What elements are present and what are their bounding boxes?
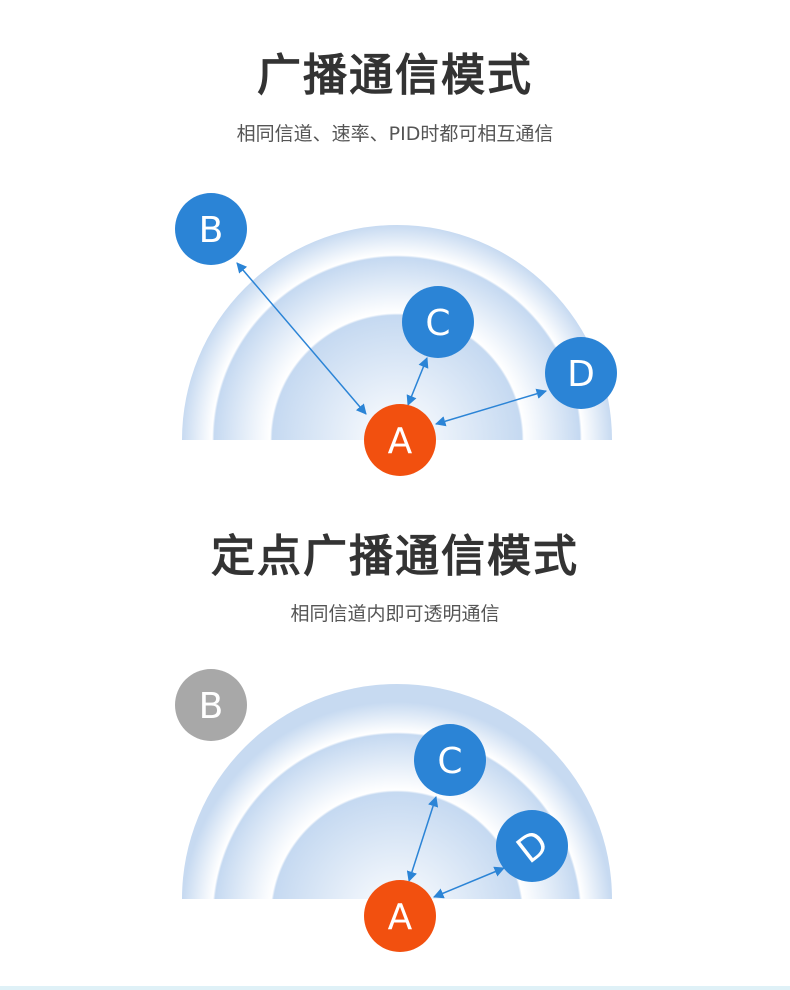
fixed-point-diagram: B C D A bbox=[175, 669, 612, 952]
link-a-d bbox=[433, 866, 505, 899]
node-label: C bbox=[425, 303, 450, 344]
section-subtitle: 相同信道、速率、PID时都可相互通信 bbox=[236, 123, 554, 145]
broadcast-diagram: B C D A bbox=[175, 193, 617, 476]
node-label: D bbox=[567, 354, 595, 395]
link-a-d bbox=[434, 388, 548, 427]
section-title: 广播通信模式 bbox=[257, 50, 533, 101]
broadcast-mode-section: 广播通信模式 相同信道、速率、PID时都可相互通信 B C D A bbox=[175, 50, 617, 476]
link-a-c bbox=[406, 796, 439, 882]
section-title: 定点广播通信模式 bbox=[211, 531, 579, 582]
node-b: B bbox=[175, 669, 247, 741]
node-d: D bbox=[545, 337, 617, 409]
node-label: B bbox=[199, 210, 224, 251]
node-a: A bbox=[364, 404, 436, 476]
node-label: A bbox=[388, 421, 413, 462]
node-a: A bbox=[364, 880, 436, 952]
bottom-divider bbox=[0, 986, 790, 990]
node-d: D bbox=[496, 810, 568, 882]
fixed-point-broadcast-mode-section: 定点广播通信模式 相同信道内即可透明通信 B C D A bbox=[0, 495, 790, 990]
section-subtitle: 相同信道内即可透明通信 bbox=[290, 603, 500, 625]
node-label: C bbox=[437, 741, 462, 782]
link-a-c bbox=[406, 357, 429, 406]
node-c: C bbox=[414, 724, 486, 796]
link-a-b bbox=[236, 262, 367, 415]
node-label: A bbox=[388, 897, 413, 938]
node-label: B bbox=[199, 686, 224, 727]
node-c: C bbox=[402, 286, 474, 358]
node-b: B bbox=[175, 193, 247, 265]
